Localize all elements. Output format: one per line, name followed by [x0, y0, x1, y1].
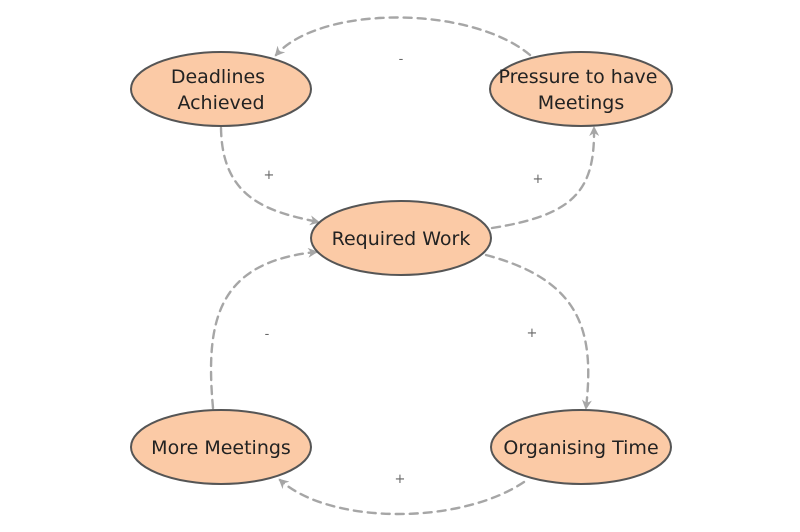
- node-more-meetings[interactable]: More Meetings: [130, 409, 312, 485]
- edge-meetings-to-required[interactable]: -: [209, 247, 318, 410]
- node-organising-time-shape: [490, 409, 672, 485]
- edge-sign-meetings-to-required: -: [265, 327, 270, 342]
- node-pressure-to-have-meetings-shape: [489, 51, 673, 127]
- edge-sign-pressure-to-deadlines: -: [399, 52, 404, 67]
- edge-sign-required-to-organising: +: [527, 326, 538, 341]
- node-organising-time[interactable]: Organising Time: [490, 409, 672, 485]
- edge-pressure-to-deadlines[interactable]: -: [274, 16, 532, 68]
- node-pressure-to-have-meetings-label: Pressure to have Meetings: [499, 66, 664, 114]
- node-more-meetings-shape: [130, 409, 312, 485]
- edge-sign-required-to-pressure: +: [533, 172, 544, 187]
- edge-required-to-pressure[interactable]: +: [490, 126, 600, 230]
- edge-sign-deadlines-to-required: +: [264, 168, 275, 183]
- node-required-work-label: Required Work: [332, 228, 471, 250]
- node-deadlines-achieved[interactable]: Deadlines Achieved: [130, 51, 312, 127]
- edge-required-to-organising[interactable]: +: [484, 253, 592, 410]
- node-deadlines-achieved-label: Deadlines Achieved: [171, 66, 271, 114]
- node-more-meetings-label: More Meetings: [151, 437, 291, 459]
- edge-deadlines-to-required[interactable]: +: [219, 126, 320, 226]
- edge-organising-to-meetings[interactable]: +: [278, 472, 526, 516]
- node-required-work[interactable]: Required Work: [310, 200, 492, 276]
- node-organising-time-label: Organising Time: [503, 437, 658, 459]
- node-deadlines-achieved-shape: [130, 51, 312, 127]
- node-pressure-to-have-meetings[interactable]: Pressure to have Meetings: [489, 51, 673, 127]
- edge-sign-organising-to-meetings: +: [395, 472, 406, 487]
- node-required-work-shape: [310, 200, 492, 276]
